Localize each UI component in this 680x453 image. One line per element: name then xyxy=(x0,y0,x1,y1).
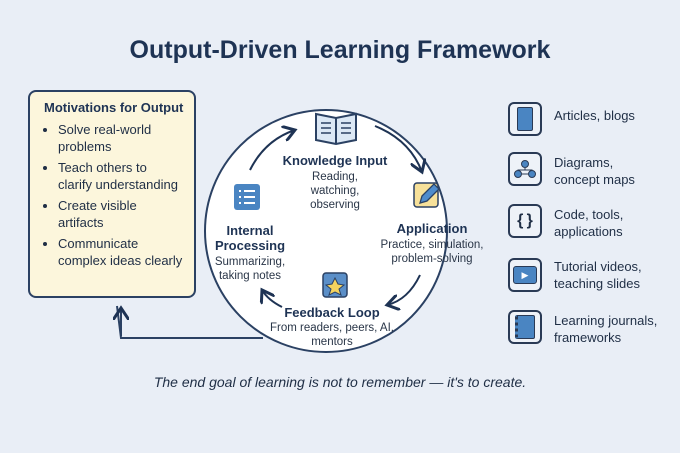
output-item: Code, tools, applications xyxy=(554,207,624,239)
star-icon xyxy=(322,272,348,298)
step-title: Internal Processing xyxy=(214,223,286,253)
arrow-to-feedback xyxy=(387,274,421,305)
diagram-icon xyxy=(508,152,542,186)
open-book-icon xyxy=(315,112,357,146)
output-item: Articles, blogs xyxy=(554,108,635,123)
cycle-step-knowledge-input: Knowledge Input Reading, watching, obser… xyxy=(270,153,400,212)
motivation-item: Teach others to clarify understanding xyxy=(58,159,184,193)
step-title: Feedback Loop xyxy=(284,305,380,320)
motivation-item: Solve real-world problems xyxy=(58,121,184,155)
step-title: Application xyxy=(396,221,468,236)
step-description: From readers, peers, AI, mentors xyxy=(270,322,394,348)
list-icon xyxy=(234,184,260,210)
step-description: Reading, watching, observing xyxy=(310,171,360,211)
footer-quote: The end goal of learning is not to remem… xyxy=(153,374,527,390)
code-braces-icon: { } xyxy=(508,204,542,238)
output-item: Learning journals, frameworks xyxy=(554,313,658,345)
motivations-box: Motivations for Output Solve real-world … xyxy=(28,90,196,298)
motivations-heading: Motivations for Output xyxy=(44,100,184,115)
arrow-to-application xyxy=(374,125,422,172)
cycle-step-application: Application Practice, simulation, proble… xyxy=(372,221,492,266)
motivation-item: Create visible artifacts xyxy=(58,197,184,231)
page-title: Output-Driven Learning Framework xyxy=(129,36,551,64)
step-description: Summarizing, taking notes xyxy=(214,256,286,282)
notebook-icon xyxy=(508,310,542,344)
document-icon xyxy=(508,102,542,136)
pencil-icon xyxy=(413,182,440,208)
arrow-to-input xyxy=(249,130,295,171)
step-description: Practice, simulation, problem-solving xyxy=(380,239,484,265)
video-play-icon: ▶ xyxy=(508,258,542,292)
cycle-step-feedback-loop: Feedback Loop From readers, peers, AI, m… xyxy=(262,305,402,349)
cycle-step-internal-processing: Internal Processing Summarizing, taking … xyxy=(210,223,290,283)
step-title: Knowledge Input xyxy=(282,153,388,168)
arrow-to-processing xyxy=(262,290,283,308)
motivation-item: Communicate complex ideas clearly xyxy=(58,235,184,269)
output-item: Diagrams, concept maps xyxy=(554,155,635,187)
output-item: Tutorial videos, teaching slides xyxy=(554,259,642,291)
